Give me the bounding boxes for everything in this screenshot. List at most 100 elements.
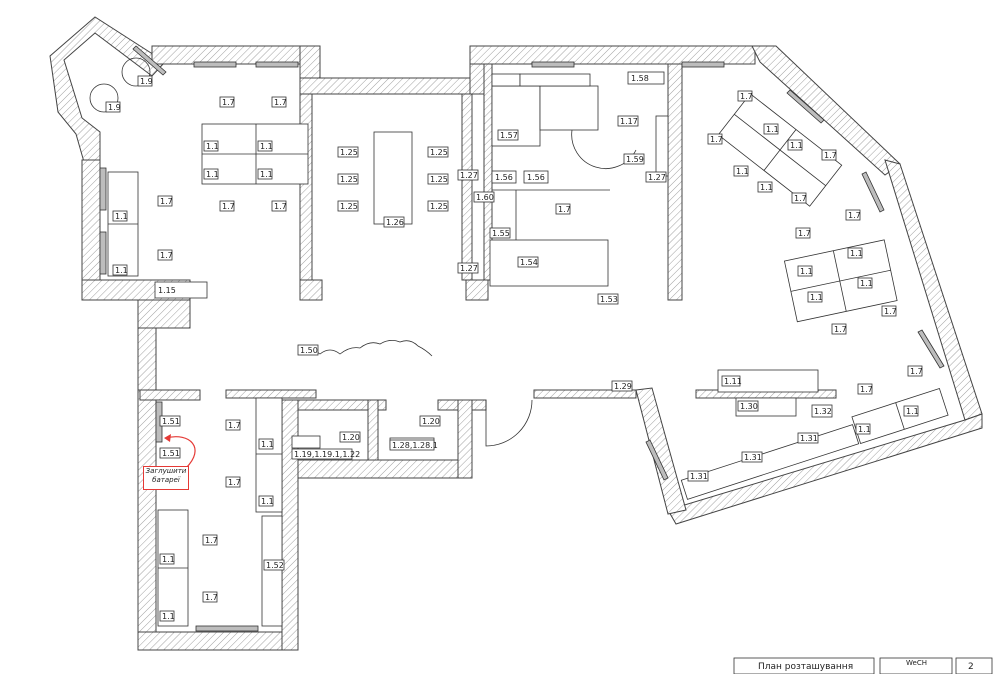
label-1-1: 1.1: [855, 423, 871, 435]
label-1-1: 1.1: [807, 291, 823, 303]
label-1-31: 1.31: [797, 432, 819, 444]
label-1-28: 1.28,1.28.1: [389, 439, 438, 451]
svg-text:1.53: 1.53: [600, 295, 618, 304]
svg-text:1.7: 1.7: [848, 211, 861, 220]
title-block: [733, 657, 993, 674]
windows: [99, 45, 945, 632]
svg-text:1.31: 1.31: [744, 453, 762, 462]
svg-text:1.25: 1.25: [430, 148, 448, 157]
exterior-walls: [49, 16, 983, 651]
label-1-7: 1.7: [831, 323, 847, 335]
svg-text:1.7: 1.7: [798, 229, 811, 238]
label-1-7: 1.7: [857, 383, 873, 395]
svg-text:1.1: 1.1: [860, 279, 873, 288]
label-1-17: 1.17: [617, 115, 639, 127]
svg-text:1.1: 1.1: [260, 142, 273, 151]
svg-text:1.1: 1.1: [115, 212, 128, 221]
label-1-51: 1.51: [159, 447, 181, 459]
label-1-1: 1.1: [757, 181, 773, 193]
svg-text:1.7: 1.7: [710, 135, 723, 144]
svg-text:1.56: 1.56: [495, 173, 513, 182]
svg-text:1.1: 1.1: [162, 555, 175, 564]
svg-text:1.7: 1.7: [558, 205, 571, 214]
label-1-7: 1.7: [157, 195, 173, 207]
label-1-26: 1.26: [383, 216, 405, 228]
svg-text:1.31: 1.31: [690, 472, 708, 481]
svg-text:1.31: 1.31: [800, 434, 818, 443]
label-1-1: 1.1: [763, 123, 779, 135]
label-1-7: 1.7: [795, 227, 811, 239]
label-1-1: 1.1: [903, 405, 919, 417]
svg-text:1.7: 1.7: [205, 536, 218, 545]
label-1-53: 1.53: [597, 293, 619, 305]
svg-text:1.1: 1.1: [261, 497, 274, 506]
svg-text:1.27: 1.27: [460, 264, 478, 273]
svg-text:1.7: 1.7: [228, 478, 241, 487]
label-1-7: 1.7: [707, 133, 723, 145]
plan-title: План розташування: [758, 662, 854, 672]
label-1-1: 1.1: [159, 553, 175, 565]
label-1-1: 1.1: [112, 264, 128, 276]
svg-text:1.1: 1.1: [850, 249, 863, 258]
svg-text:1.7: 1.7: [740, 92, 753, 101]
label-1-1: 1.1: [847, 247, 863, 259]
label-1-7: 1.7: [202, 534, 218, 546]
label-1-50: 1.50: [297, 344, 319, 356]
label-1-7: 1.7: [219, 200, 235, 212]
label-1-1: 1.1: [112, 210, 128, 222]
label-1-9: 1.9: [137, 75, 153, 87]
svg-text:1.55: 1.55: [492, 229, 510, 238]
svg-text:1.7: 1.7: [205, 593, 218, 602]
label-1-1: 1.1: [203, 140, 219, 152]
label-1-54: 1.54: [517, 256, 539, 268]
label-1-31: 1.31: [687, 470, 709, 482]
svg-text:1.32: 1.32: [814, 407, 832, 416]
svg-text:1.58: 1.58: [631, 74, 649, 83]
label-1-27: 1.27: [645, 171, 667, 183]
svg-text:1.25: 1.25: [430, 202, 448, 211]
svg-text:1.11: 1.11: [724, 377, 742, 386]
label-1-1: 1.1: [733, 165, 749, 177]
label-1-56: 1.56: [491, 170, 517, 184]
label-1-27: 1.27: [457, 262, 479, 274]
svg-text:1.7: 1.7: [860, 385, 873, 394]
svg-text:1.51: 1.51: [162, 417, 180, 426]
svg-text:1.1: 1.1: [261, 440, 274, 449]
label-1-25: 1.25: [337, 200, 359, 212]
label-1-55: 1.55: [489, 227, 511, 239]
svg-text:1.25: 1.25: [340, 202, 358, 211]
svg-text:1.52: 1.52: [266, 561, 284, 570]
label-1-7: 1.7: [845, 209, 861, 221]
annotation-arrow: [165, 436, 196, 469]
label-1-25: 1.25: [427, 173, 449, 185]
svg-text:1.29: 1.29: [614, 382, 632, 391]
svg-text:1.1: 1.1: [790, 141, 803, 150]
label-1-20: 1.20: [419, 415, 441, 427]
label-1-25: 1.25: [427, 200, 449, 212]
svg-text:1.7: 1.7: [910, 367, 923, 376]
svg-text:1.20: 1.20: [422, 417, 440, 426]
label-1-27: 1.27: [457, 169, 479, 181]
label-1-7: 1.7: [157, 249, 173, 261]
svg-text:1.9: 1.9: [140, 77, 153, 86]
label-1-7: 1.7: [555, 203, 571, 215]
label-1-7: 1.7: [271, 200, 287, 212]
svg-text:1.7: 1.7: [160, 197, 173, 206]
svg-text:1.7: 1.7: [274, 98, 287, 107]
sheet-number: 2: [968, 662, 974, 672]
svg-text:1.7: 1.7: [884, 307, 897, 316]
label-1-1: 1.1: [159, 610, 175, 622]
label-1-7: 1.7: [881, 305, 897, 317]
label-1-1: 1.1: [258, 438, 274, 450]
label-1-7: 1.7: [202, 591, 218, 603]
label-1-9: 1.9: [105, 101, 121, 113]
label-1-20: 1.20: [339, 431, 361, 443]
svg-text:1.30: 1.30: [740, 402, 758, 411]
svg-text:1.1: 1.1: [766, 125, 779, 134]
label-1-7: 1.7: [791, 192, 807, 204]
svg-text:1.7: 1.7: [222, 98, 235, 107]
svg-text:1.1: 1.1: [162, 612, 175, 621]
svg-text:1.51: 1.51: [162, 449, 180, 458]
label-1-1: 1.1: [857, 277, 873, 289]
svg-text:1.25: 1.25: [430, 175, 448, 184]
